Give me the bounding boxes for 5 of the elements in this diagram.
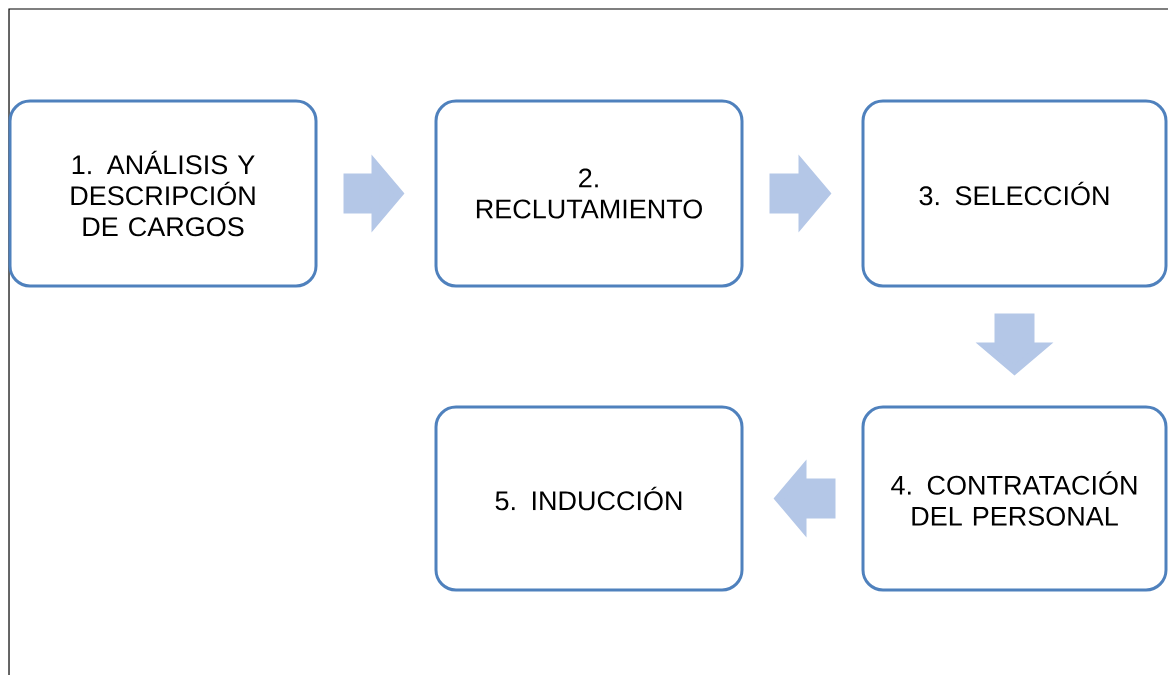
process-box: 4. CONTRATACIÓN DEL PERSONAL bbox=[861, 405, 1168, 592]
process-box: 2. RECLUTAMIENTO bbox=[434, 99, 744, 288]
process-box: 5. INDUCCIÓN bbox=[434, 405, 744, 592]
process-box: 3. SELECCIÓN bbox=[861, 99, 1168, 288]
process-box: 1. ANÁLISIS Y DESCRIPCIÓN DE CARGOS bbox=[8, 99, 318, 288]
